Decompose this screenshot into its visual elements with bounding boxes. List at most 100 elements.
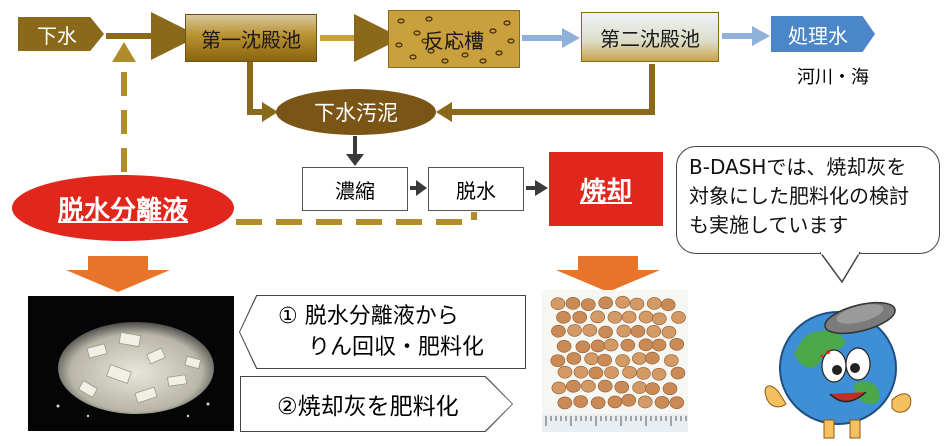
pellet <box>590 339 606 353</box>
secondary-sedimentation-tank: 第二沈殿池 <box>581 12 719 62</box>
pellet <box>550 354 566 367</box>
ash-fertilizer-pellets-image <box>542 290 688 432</box>
influent-sewage-arrow: 下水 <box>18 17 104 51</box>
arrow-thickening-to-dewatering-head <box>416 180 427 196</box>
pellet <box>654 396 670 409</box>
pellet <box>597 353 612 367</box>
pellet <box>567 324 582 337</box>
pellet <box>584 352 599 366</box>
pellet <box>575 340 591 354</box>
pellet <box>615 354 630 367</box>
pellet <box>572 310 588 324</box>
pellet <box>566 379 581 393</box>
line-secondary-to-sludge <box>448 64 655 115</box>
pellet <box>582 323 598 337</box>
pellet <box>645 351 660 365</box>
line-primary-to-sludge <box>247 62 266 115</box>
pellet <box>551 324 566 338</box>
pellet <box>638 338 654 352</box>
pellet <box>646 325 662 338</box>
pellet <box>556 311 571 324</box>
speech-bubble: B-DASHでは、焼却灰を 対象にした肥料化の検討 も実施しています <box>676 146 940 254</box>
separated-liquid-ellipse: 脱水分離液 <box>12 175 234 241</box>
pellet <box>581 298 596 311</box>
pellet <box>614 380 630 394</box>
pellet <box>616 324 632 338</box>
recovery-callout-line1: ① 脱水分離液から <box>278 304 459 329</box>
pellet <box>651 367 667 381</box>
dashed-line-return-head <box>112 42 136 62</box>
pellet <box>597 379 613 393</box>
pellet <box>573 365 589 379</box>
treated-water-arrow: 処理水 <box>771 16 875 52</box>
phosphorus-fertilizer-image <box>28 296 234 431</box>
pellet <box>660 298 676 312</box>
incineration-box: 焼却 <box>549 152 663 226</box>
pellet <box>621 310 637 324</box>
globe-mascot <box>742 282 942 442</box>
pellet <box>588 366 604 380</box>
recovery-callout: ① 脱水分離液から りん回収・肥料化 <box>240 296 525 368</box>
down-arrow-right <box>556 256 660 292</box>
pellet <box>556 339 572 353</box>
bubbles-pattern <box>395 16 515 64</box>
pellet <box>652 312 667 326</box>
ash-callout: ②焼却灰を肥料化 <box>241 377 512 431</box>
arrow-reaction-to-secondary-head <box>562 28 580 48</box>
pellet <box>671 311 686 324</box>
down-arrow-left <box>66 256 170 292</box>
pellet <box>669 337 685 351</box>
pellet <box>603 338 619 352</box>
arrow-sludge-to-thickening-head <box>346 154 364 166</box>
globe-mascot-icon <box>764 301 912 439</box>
reaction-tank-label: 反応槽 <box>424 28 484 53</box>
ash-fertilizer-photo <box>542 290 688 432</box>
pellet <box>598 325 613 339</box>
phosphorus-fertilizer-photo <box>28 296 234 431</box>
pellet <box>645 382 660 395</box>
pellet <box>607 311 623 324</box>
pellet <box>566 352 582 365</box>
pellet <box>550 297 566 310</box>
speech-bubble-text: B-DASHでは、焼却灰を 対象にした肥料化の検討 も実施しています <box>689 155 909 237</box>
pellet <box>607 395 623 409</box>
pellet <box>662 382 678 396</box>
pellet <box>621 393 637 407</box>
pellet <box>615 295 630 309</box>
sewage-sludge: 下水汚泥 <box>276 89 436 135</box>
arrow-dewatering-to-incineration-head <box>535 180 548 196</box>
pellet <box>557 365 573 379</box>
pellet <box>581 379 596 393</box>
pellet <box>557 396 573 410</box>
thickening-box: 濃縮 <box>302 167 408 211</box>
pellet <box>664 354 679 367</box>
pellet <box>632 352 647 365</box>
pellet <box>630 325 646 338</box>
pellet <box>636 367 651 380</box>
pellet <box>637 395 653 409</box>
arrow-secondary-to-treated-head <box>752 26 770 46</box>
primary-sedimentation-tank: 第一沈殿池 <box>185 14 317 62</box>
reaction-tank: 反応槽 <box>388 10 520 68</box>
pellet <box>670 366 686 380</box>
dewatering-box: 脱水 <box>428 167 524 211</box>
pellet <box>632 381 647 394</box>
pellet <box>629 297 645 311</box>
pellet <box>638 310 654 324</box>
pellet <box>661 325 677 339</box>
pellet <box>604 366 619 379</box>
discharge-label: 河川・海 <box>797 67 869 88</box>
line-primary-to-sludge-head <box>262 102 278 122</box>
pellet <box>620 338 636 352</box>
pellet <box>573 395 588 408</box>
pellet <box>651 338 667 352</box>
dashed-line-separated-liquid <box>236 212 477 225</box>
pellet <box>598 296 613 310</box>
pellet <box>590 396 606 410</box>
recovery-callout-line2: りん回収・肥料化 <box>308 335 485 360</box>
speech-bubble-tail <box>820 252 861 284</box>
pellet <box>551 381 567 395</box>
pellet <box>646 297 662 310</box>
line-secondary-to-sludge-head <box>436 102 452 122</box>
pellet <box>669 396 685 409</box>
